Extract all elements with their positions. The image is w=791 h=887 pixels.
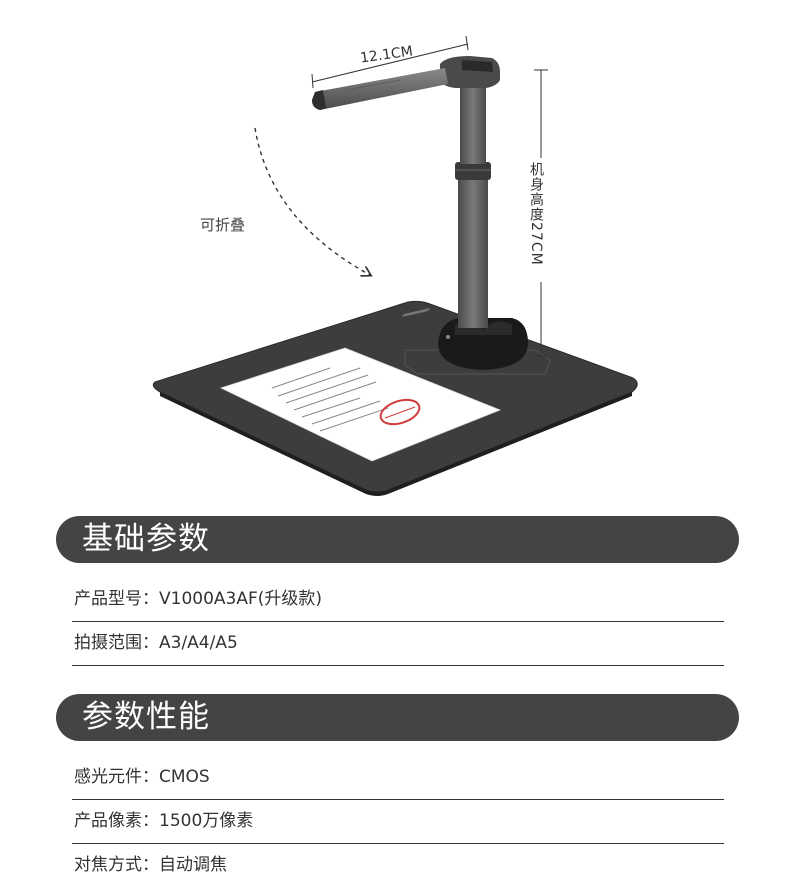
spec-row-sensor: 感光元件：CMOS (72, 756, 724, 800)
spec-value: 自动调焦 (159, 855, 227, 875)
spec-row-capture-range: 拍摄范围：A3/A4/A5 (72, 622, 724, 666)
spec-value: CMOS (159, 767, 210, 787)
spec-value: V1000A3AF(升级款) (159, 589, 323, 609)
spec-key: 对焦方式 (74, 855, 142, 875)
product-illustration: 12.1CM 机身高度27CM 可折叠 (152, 35, 638, 496)
spec-separator: ： (142, 589, 159, 609)
spec-key: 产品像素 (74, 811, 142, 831)
spec-row-focus: 对焦方式：自动调焦 (72, 844, 724, 887)
spec-value: A3/A4/A5 (159, 633, 238, 653)
spec-key: 拍摄范围 (74, 633, 142, 653)
spec-separator: ： (142, 633, 159, 653)
spec-row-pixels: 产品像素：1500万像素 (72, 800, 724, 844)
spec-key: 产品型号 (74, 589, 142, 609)
section-header-performance: 参数性能 (56, 694, 739, 741)
foldable-label: 可折叠 (200, 216, 246, 234)
spec-row-model: 产品型号：V1000A3AF(升级款) (72, 578, 724, 622)
document-camera-image (152, 35, 638, 496)
spec-key: 感光元件 (74, 767, 142, 787)
spec-value: 1500万像素 (159, 811, 254, 831)
section-title: 参数性能 (82, 699, 210, 735)
section-header-basic-params: 基础参数 (56, 516, 739, 563)
section-title: 基础参数 (82, 521, 210, 557)
spec-separator: ： (142, 767, 159, 787)
spec-separator: ： (142, 811, 159, 831)
height-dimension-label: 机身高度27CM (528, 162, 544, 266)
spec-separator: ： (142, 855, 159, 875)
